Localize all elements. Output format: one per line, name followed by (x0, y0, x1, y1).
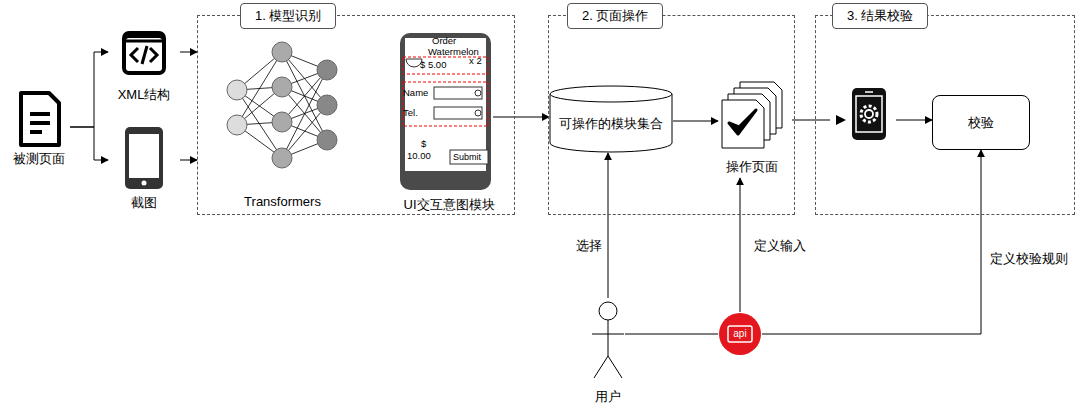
edge-label: 定义输入 (752, 237, 808, 255)
node-label: Transformers (200, 194, 365, 209)
node-icon (585, 298, 631, 392)
node-label: UI交互意图模块 (373, 196, 525, 214)
icon-node: XML结构 (108, 28, 180, 104)
node-label: api (718, 312, 762, 356)
connector (673, 121, 718, 122)
node-label: 被测页面 (0, 150, 90, 168)
mockup-text: x 2 (469, 56, 482, 66)
icon-node: 被测页面 (8, 90, 70, 168)
mockup-text: Submit (453, 152, 481, 162)
stage-group: 2. 页面操作可操作的模块集合操作页面 (548, 15, 795, 215)
node-icon (8, 90, 70, 154)
connector (180, 160, 197, 161)
mockup-text: Order (432, 36, 456, 46)
neural-net (220, 35, 345, 185)
node-label: 校验 (933, 96, 1029, 149)
node-label: 操作页面 (692, 158, 812, 176)
icon-node: 截图 (108, 124, 180, 212)
connector (493, 117, 549, 118)
mockup-text: $ (421, 139, 426, 149)
edge-label: 定义校验规则 (988, 250, 1070, 268)
connector (70, 127, 108, 160)
mockup-text: 10.00 (407, 151, 431, 161)
node-label: XML结构 (88, 86, 200, 104)
edge-label: 选择 (574, 237, 604, 255)
stage-title: 2. 页面操作 (567, 3, 663, 29)
node-label: 可操作的模块集合 (549, 85, 673, 153)
stage-group: 1. 模型识别TransformersUI交互意图模块 (197, 15, 515, 215)
mockup-text: Name (403, 88, 428, 98)
mockup-text: Tel. (403, 108, 418, 118)
node-label: 截图 (88, 194, 200, 212)
stage-title: 1. 模型识别 (240, 3, 336, 29)
stage-group: 3. 结果校验校验 (815, 15, 1075, 215)
node-icon (712, 80, 792, 162)
icon-node: 操作页面 (712, 80, 792, 176)
node-icon (108, 124, 180, 196)
icon-node: 可操作的模块集合 (549, 85, 673, 153)
stage-title: 3. 结果校验 (832, 3, 928, 29)
node-label: 用户 (565, 388, 651, 406)
process-box: 校验 (932, 95, 1030, 150)
icon-node: Transformers (220, 35, 345, 209)
connector (740, 178, 741, 312)
label-text: api (733, 328, 746, 339)
connector (625, 334, 718, 335)
icon-node: api (718, 312, 762, 356)
label-text: 校验 (968, 114, 994, 132)
mockup-text: $ 5.00 (420, 60, 446, 70)
connector (70, 52, 108, 127)
connector (608, 153, 609, 298)
icon-node: 用户 (585, 298, 631, 406)
connector (792, 120, 932, 121)
connector (180, 52, 197, 53)
node-icon (108, 28, 180, 82)
label-text: 可操作的模块集合 (559, 115, 663, 133)
